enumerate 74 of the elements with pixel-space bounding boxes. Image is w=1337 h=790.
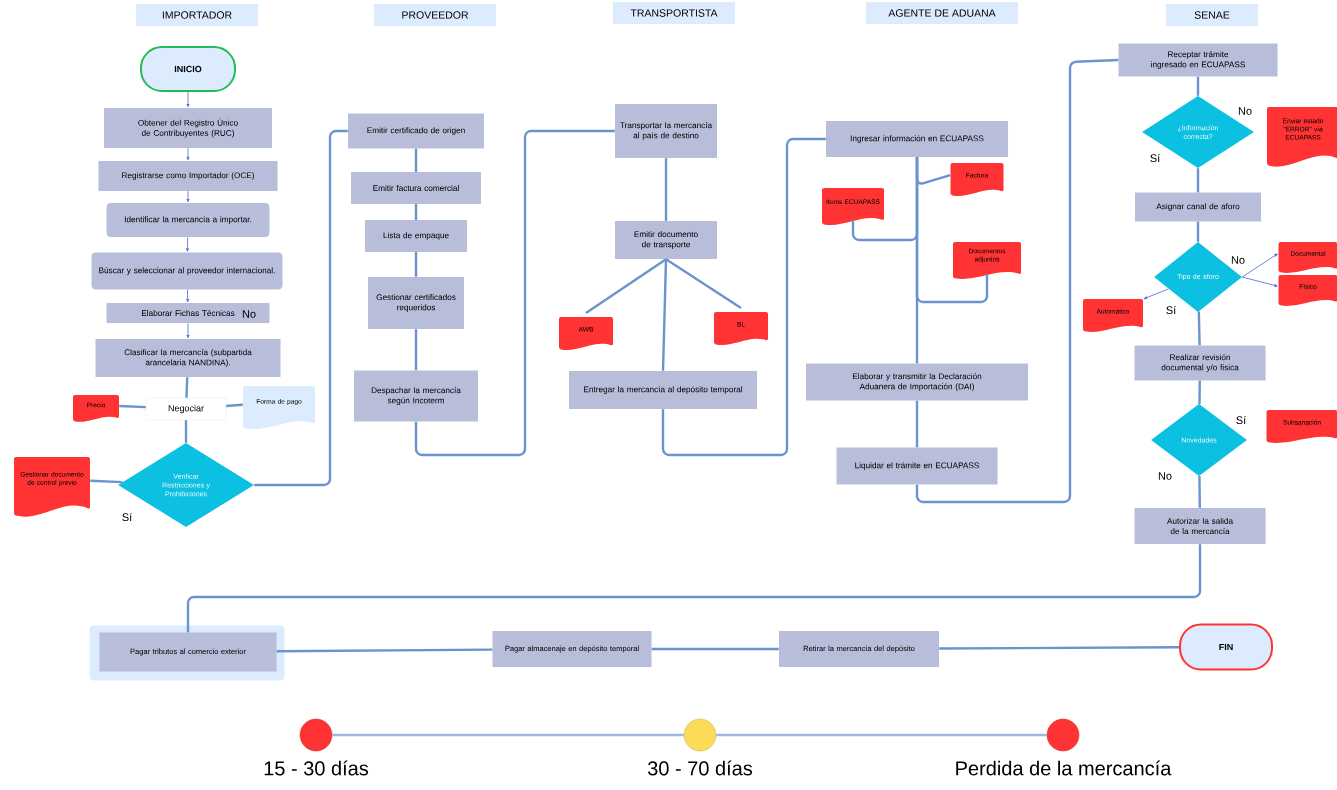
lane-header: TRANSPORTISTA xyxy=(613,2,735,24)
process-box: Negociar xyxy=(145,397,227,421)
connector xyxy=(226,403,243,408)
connector xyxy=(1196,168,1200,193)
arrow xyxy=(186,289,190,303)
connector xyxy=(276,648,493,653)
process-box: Lista de empaque xyxy=(365,220,467,252)
connector xyxy=(332,733,684,737)
timeline-label: 15 - 30 días xyxy=(264,760,369,776)
process-box: Ingresar información en ECUAPASS xyxy=(826,121,1008,157)
branch-label: Sí xyxy=(1166,305,1177,315)
branch-label: No xyxy=(242,310,256,318)
process-box: Clasificar la mercancía (subpartida arancelaria NANDINA). xyxy=(95,339,281,377)
arrow xyxy=(1143,288,1170,300)
arrow xyxy=(186,147,190,161)
branch-label: Sí xyxy=(1150,153,1161,163)
connector xyxy=(664,158,668,221)
connector xyxy=(939,646,1180,650)
arrow xyxy=(1241,276,1278,287)
connector xyxy=(90,479,123,484)
process-box: Registrarse como Importador (OCE) xyxy=(98,161,278,191)
process-box: Receptar trámite ingresado en ECUAPASS xyxy=(1118,43,1278,77)
process-box: Liquidar el trámite en ECUAPASS xyxy=(836,447,998,485)
connector xyxy=(414,252,418,277)
connector xyxy=(414,329,418,371)
connector xyxy=(651,647,779,651)
connector xyxy=(1198,380,1201,405)
timeline-label: Perdida de la mercancía xyxy=(956,760,1172,776)
connector xyxy=(1196,221,1200,242)
connector xyxy=(1196,76,1200,96)
connector xyxy=(585,258,667,314)
connector xyxy=(665,258,742,309)
lane-header: PROVEEDOR xyxy=(374,4,496,26)
connector xyxy=(184,420,188,443)
process-box: Búscar y seleccionar al proveedor internacional. xyxy=(91,252,283,290)
connector xyxy=(119,404,146,409)
arrow xyxy=(186,91,190,108)
process-box: Autorizar la salida de la mercancía xyxy=(1134,508,1266,544)
process-box: Asignar canal de aforo xyxy=(1135,192,1261,222)
process-box: Gestionar certificados requeridos xyxy=(368,277,464,329)
process-box: Identificar la mercancía a importar. xyxy=(106,203,270,237)
process-box: Realizar revisión documental y/o fisica xyxy=(1134,345,1266,381)
arrow xyxy=(186,190,190,203)
connector xyxy=(414,129,615,457)
connector xyxy=(661,259,668,371)
connector xyxy=(1197,311,1201,346)
connector xyxy=(716,733,1047,737)
arrow xyxy=(1241,253,1278,278)
timeline-label: 30 - 70 días xyxy=(647,760,753,776)
process-box: Obtener del Registro Único de Contribuyentes (RUC) xyxy=(104,108,272,148)
lane-header: AGENTE DE ADUANA xyxy=(866,2,1018,24)
connector xyxy=(185,377,189,398)
arrow xyxy=(185,236,189,252)
process-box: Elaborar y transmitir la Declaración Aduanera de Importación (DAI) xyxy=(806,363,1028,401)
connector xyxy=(1198,475,1201,508)
arrow xyxy=(186,322,190,339)
process-box: Transportar la mercancía al país de destino xyxy=(615,104,717,158)
process-box: Emitir factura comercial xyxy=(351,172,481,204)
branch-label: No xyxy=(1238,107,1252,115)
process-box: Entregar la mercancía al depósito temporal xyxy=(569,371,757,409)
branch-label: Sí xyxy=(122,512,133,522)
connector xyxy=(186,544,1202,633)
process-box: Emitir certificado de origen xyxy=(348,113,484,149)
connector xyxy=(915,157,919,364)
connector xyxy=(414,148,418,172)
branch-label: Sí xyxy=(1236,415,1247,425)
connector xyxy=(915,400,919,448)
process-box: Despachar la mercancía según Incoterm xyxy=(354,370,478,422)
process-box: Emitir documento de transporte xyxy=(615,221,717,259)
branch-label: No xyxy=(1231,256,1245,264)
connector xyxy=(661,137,826,457)
lane-header: SENAE xyxy=(1166,4,1258,26)
connector xyxy=(414,204,418,220)
lane-header: IMPORTADOR xyxy=(136,4,258,26)
